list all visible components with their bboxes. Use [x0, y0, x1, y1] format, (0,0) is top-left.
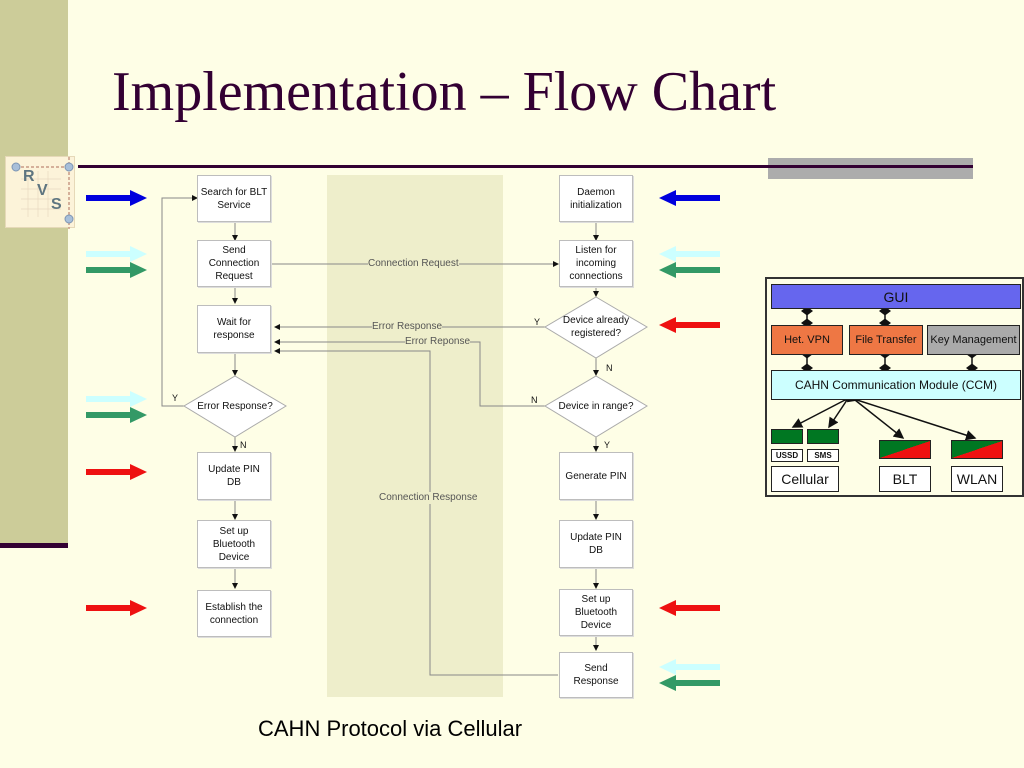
blt-status-indicator [879, 440, 931, 459]
title-rule [78, 165, 973, 168]
cellular-label: Cellular [771, 466, 839, 492]
label-connection-response: Connection Response [379, 492, 478, 504]
box-listen-incoming: Listen for incoming connections [559, 240, 633, 287]
blt-label: BLT [879, 466, 931, 492]
box-daemon-initialization: Daemon initialization [559, 175, 633, 222]
logo-letter-r: R [23, 168, 35, 185]
label-registered-yes: Y [534, 317, 541, 327]
left-indicator-arrow-red-icon [86, 600, 147, 616]
right-indicator-arrow-light-cyan-icon [659, 659, 720, 675]
sms-label: SMS [807, 449, 839, 462]
left-indicator-arrow-red-icon [86, 464, 147, 480]
het-vpn-block: Het. VPN [771, 325, 843, 355]
left-indicator-arrow-light-cyan-icon [86, 391, 147, 407]
box-update-pin-db-left: Update PIN DB [197, 452, 271, 500]
right-indicator-arrow-red-icon [659, 317, 720, 333]
label-range-yes: Y [604, 440, 611, 450]
ussd-label: USSD [771, 449, 803, 462]
right-indicator-arrow-light-cyan-icon [659, 246, 720, 262]
left-sidebar-bar [0, 0, 68, 545]
diamond-error-response [183, 375, 287, 438]
box-send-response: Send Response [559, 652, 633, 698]
box-setup-bluetooth-left: Set up Bluetooth Device [197, 520, 271, 568]
wlan-status-indicator [951, 440, 1003, 459]
slide-caption: CAHN Protocol via Cellular [258, 716, 523, 741]
box-wait-for-response: Wait for response [197, 305, 271, 353]
left-indicator-arrow-green-icon [86, 407, 147, 423]
label-range-no: N [531, 395, 538, 405]
logo-letter-s: S [51, 196, 62, 213]
slide-title: Implementation – Flow Chart [112, 61, 777, 123]
gui-block: GUI [771, 284, 1021, 309]
key-management-block: Key Management [927, 325, 1020, 355]
label-connection-request: Connection Request [368, 258, 459, 270]
box-search-blt-service: Search for BLT Service [197, 175, 271, 222]
label-error-yes: Y [172, 393, 179, 403]
left-bottom-rule [0, 543, 68, 548]
label-registered-no: N [606, 363, 613, 373]
right-indicator-arrow-green-icon [659, 262, 720, 278]
diamond-in-range [544, 375, 648, 438]
box-establish-connection: Establish the connection [197, 590, 271, 637]
right-indicator-arrow-red-icon [659, 600, 720, 616]
header-gray-band [768, 158, 973, 179]
label-error-no: N [240, 440, 247, 450]
wlan-label: WLAN [951, 466, 1003, 492]
box-setup-bluetooth-right: Set up Bluetooth Device [559, 589, 633, 636]
decision-error-response-label: Error Response? [197, 400, 273, 412]
file-transfer-block: File Transfer [849, 325, 923, 355]
box-generate-pin: Generate PIN [559, 452, 633, 500]
box-update-pin-db-right: Update PIN DB [559, 520, 633, 568]
label-error-reponse: Error Reponse [405, 336, 471, 348]
connector-error-loop [161, 195, 198, 407]
decision-registered-label: Device already registered? [562, 315, 630, 339]
architecture-links [791, 306, 978, 441]
box-send-connection-request: Send Connection Request [197, 240, 271, 287]
ccm-block: CAHN Communication Module (CCM) [771, 370, 1021, 400]
architecture-diagram: GUI Het. VPN File Transfer Key Managemen… [765, 277, 1024, 497]
message-connection-response-line [274, 348, 558, 676]
ussd-channel-indicator [771, 429, 803, 444]
message-error-reponse-line [274, 339, 547, 407]
sms-channel-indicator [807, 429, 839, 444]
rvs-logo: R V S [5, 156, 75, 229]
logo-letter-v: V [37, 182, 48, 199]
right-indicator-arrow-blue-icon [659, 190, 720, 206]
diamond-registered [544, 296, 648, 359]
right-indicator-arrow-green-icon [659, 675, 720, 691]
left-indicator-arrow-blue-icon [86, 190, 147, 206]
logo-grid-icon [11, 157, 74, 229]
left-indicator-arrow-light-cyan-icon [86, 246, 147, 262]
decision-in-range-label: Device in range? [558, 400, 634, 412]
label-error-response: Error Response [372, 321, 443, 333]
left-indicator-arrow-green-icon [86, 262, 147, 278]
